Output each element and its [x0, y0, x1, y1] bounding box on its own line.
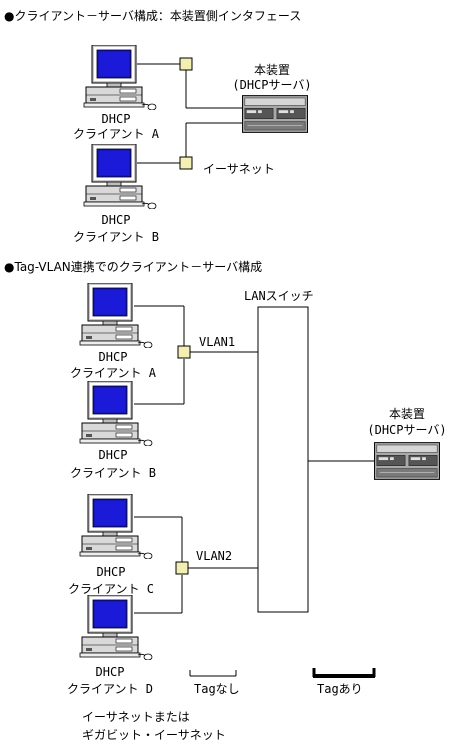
client-c-name: クライアント C: [68, 582, 154, 596]
section2-links: [134, 305, 374, 614]
client-d-type: DHCP: [96, 665, 125, 679]
client-a-name: クライアント A: [70, 366, 157, 380]
junction-hub-icon: [175, 561, 189, 575]
client-c-type: DHCP: [97, 565, 126, 579]
client-b-type: DHCP: [99, 448, 128, 462]
client-b-type: DHCP: [102, 213, 131, 227]
client-a-name: クライアント A: [73, 127, 160, 141]
server-sublabel: (DHCPサーバ): [367, 423, 446, 437]
desktop-computer-icon: [79, 381, 153, 446]
server-appliance-icon: [242, 95, 308, 133]
tagged-label: Tagあり: [317, 682, 363, 696]
server-label: 本装置: [254, 63, 290, 77]
tagged-legend-line: [312, 668, 376, 678]
client-b-name: クライアント B: [73, 230, 159, 244]
junction-hub-icon: [177, 345, 191, 359]
client-d-name: クライアント D: [67, 682, 153, 696]
junction-hub-icon: [179, 156, 193, 170]
server-appliance-icon: [374, 442, 440, 480]
server-label: 本装置: [389, 407, 425, 421]
network-note-line2: ギガビット・イーサネット: [82, 728, 226, 742]
desktop-computer-icon: [79, 283, 153, 348]
lan-switch-box: [257, 306, 309, 613]
desktop-computer-icon: [83, 45, 157, 110]
client-a-type: DHCP: [102, 112, 131, 126]
section1-title: ●クライアント－サーバ構成：本装置側インタフェース: [4, 9, 301, 23]
untagged-label: Tagなし: [194, 682, 240, 696]
desktop-computer-icon: [79, 595, 153, 660]
vlan2-label: VLAN2: [196, 549, 232, 563]
desktop-computer-icon: [79, 494, 153, 559]
ethernet-label: イーサネット: [203, 162, 275, 176]
junction-hub-icon: [179, 57, 193, 71]
section2-title: ●Tag-VLAN連携でのクライアント－サーバ構成: [4, 259, 262, 274]
desktop-computer-icon: [83, 144, 157, 209]
client-a-type: DHCP: [99, 350, 128, 364]
untagged-legend-line: [189, 670, 237, 677]
vlan1-label: VLAN1: [199, 335, 235, 349]
section1-links: [137, 63, 244, 164]
lan-switch-label: LANスイッチ: [244, 289, 314, 303]
network-note-line1: イーサネットまたは: [82, 710, 190, 724]
client-b-name: クライアント B: [70, 466, 156, 480]
server-sublabel: (DHCPサーバ): [232, 78, 311, 92]
